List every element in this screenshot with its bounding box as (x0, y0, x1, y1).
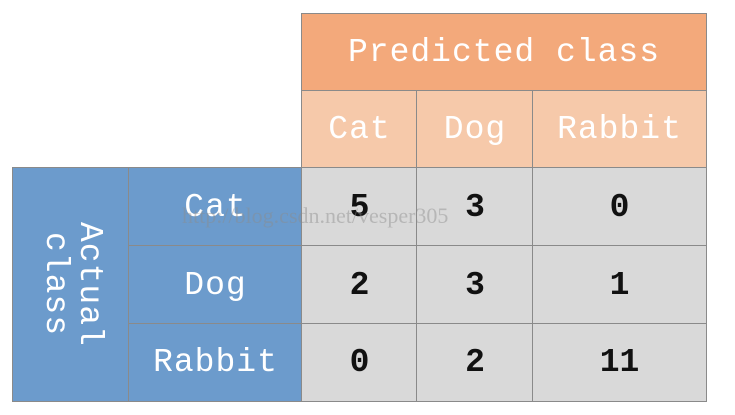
actual-class-label: Actual class (37, 222, 108, 347)
predicted-class-header: Predicted class (301, 13, 707, 92)
predicted-dog-label: Dog (443, 111, 507, 148)
matrix-value: 3 (465, 266, 485, 304)
matrix-cell-dog-cat: 2 (301, 245, 418, 325)
actual-rabbit-header: Rabbit (128, 323, 303, 402)
predicted-rabbit-label: Rabbit (557, 111, 682, 148)
matrix-value: 3 (465, 188, 485, 226)
actual-cat-header: Cat (128, 167, 303, 247)
matrix-cell-cat-dog: 3 (416, 167, 534, 247)
predicted-rabbit-header: Rabbit (532, 90, 707, 169)
predicted-class-label: Predicted class (347, 34, 661, 71)
matrix-cell-dog-dog: 3 (416, 245, 534, 325)
matrix-cell-rabbit-cat: 0 (301, 323, 418, 402)
matrix-value: 1 (609, 266, 630, 304)
matrix-cell-cat-rabbit: 0 (532, 167, 707, 247)
matrix-cell-rabbit-rabbit: 11 (532, 323, 707, 402)
actual-class-header: Actual class (12, 167, 130, 402)
actual-rabbit-label: Rabbit (153, 344, 278, 381)
matrix-cell-cat-cat: 5 (301, 167, 418, 247)
matrix-value: 2 (349, 266, 370, 304)
predicted-dog-header: Dog (416, 90, 534, 169)
actual-cat-label: Cat (184, 188, 247, 226)
predicted-cat-header: Cat (301, 90, 418, 169)
matrix-cell-dog-rabbit: 1 (532, 245, 707, 325)
actual-dog-label: Dog (184, 266, 247, 304)
matrix-value: 0 (349, 344, 370, 381)
predicted-cat-label: Cat (328, 111, 391, 148)
matrix-value: 11 (599, 344, 640, 381)
matrix-value: 2 (465, 344, 485, 381)
matrix-value: 5 (349, 188, 370, 226)
matrix-cell-rabbit-dog: 2 (416, 323, 534, 402)
actual-dog-header: Dog (128, 245, 303, 325)
matrix-value: 0 (609, 188, 630, 226)
